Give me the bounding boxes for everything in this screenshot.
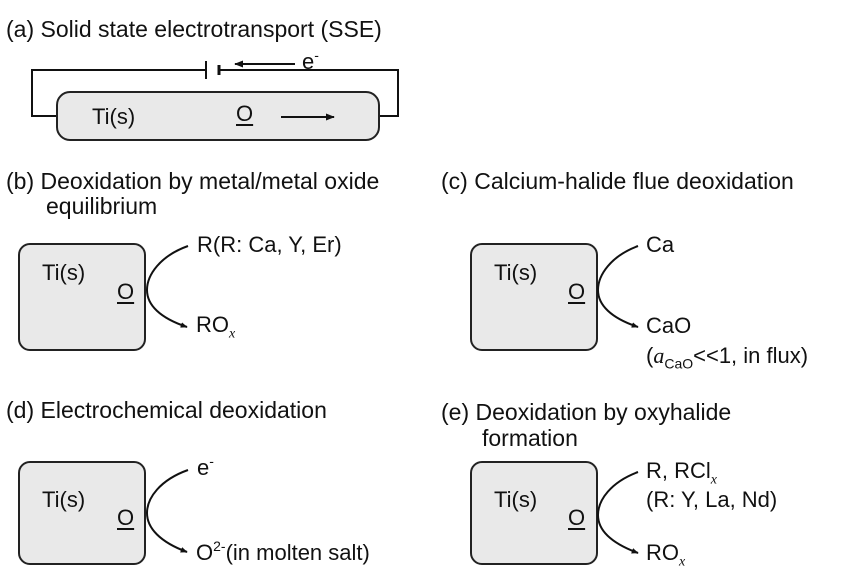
- panel-d-oxygen-label: O: [117, 505, 135, 530]
- panel-c-ti-label: Ti(s): [494, 260, 538, 285]
- panel-e-title-line2: formation: [482, 425, 578, 451]
- panel-a-ti-label: Ti(s): [92, 104, 136, 129]
- panel-b-reaction-arrow: [145, 245, 189, 328]
- panel-d-ti-box: [18, 461, 146, 565]
- panel-d-ti-label: Ti(s): [42, 487, 86, 512]
- panel-b-title-line2: equilibrium: [46, 193, 158, 219]
- panel-e-reactant-note: (R: Y, La, Nd): [646, 487, 778, 512]
- panel-e-ti-label: Ti(s): [494, 487, 538, 512]
- panel-d-reaction-arrow: [145, 469, 189, 553]
- panel-a-title: (a) Solid state electrotransport (SSE): [6, 16, 382, 42]
- panel-d-product: O2-(in molten salt): [196, 537, 370, 565]
- panel-c-product: CaO: [646, 313, 692, 338]
- panel-b-oxygen-label: O: [117, 279, 135, 304]
- panel-a-electron-label: e-: [302, 46, 319, 74]
- panel-c-oxygen-label: O: [568, 279, 586, 304]
- panel-b-ti-label: Ti(s): [42, 260, 86, 285]
- panel-e-oxygen-label: O: [568, 505, 586, 530]
- panel-b-reactant: R(R: Ca, Y, Er): [197, 232, 342, 257]
- panel-d-reactant: e-: [197, 452, 214, 480]
- panel-e-ti-box: [470, 461, 598, 565]
- panel-e-product: ROx: [646, 540, 686, 570]
- panel-b-ti-box: [18, 243, 146, 351]
- panel-c-title: (c) Calcium-halide flue deoxidation: [441, 168, 794, 194]
- panel-c-activity-note: (aCaO<<1, in flux): [646, 343, 809, 372]
- panel-b-title-line1: (b) Deoxidation by metal/metal oxide: [6, 168, 380, 194]
- panel-c-reactant: Ca: [646, 232, 675, 257]
- panel-d-title: (d) Electrochemical deoxidation: [6, 397, 327, 423]
- panel-b-product: ROx: [196, 312, 236, 342]
- panel-e-title-line1: (e) Deoxidation by oxyhalide: [441, 399, 732, 425]
- panel-e-reactant: R, RClx: [646, 458, 717, 488]
- panel-c-reaction-arrow: [596, 245, 639, 328]
- battery-icon: [205, 61, 221, 79]
- panel-c-ti-box: [470, 243, 598, 351]
- panel-e-reaction-arrow: [596, 471, 639, 554]
- panel-a-oxygen-label: O: [236, 101, 254, 126]
- panel-a-circuit-wire: [31, 69, 399, 117]
